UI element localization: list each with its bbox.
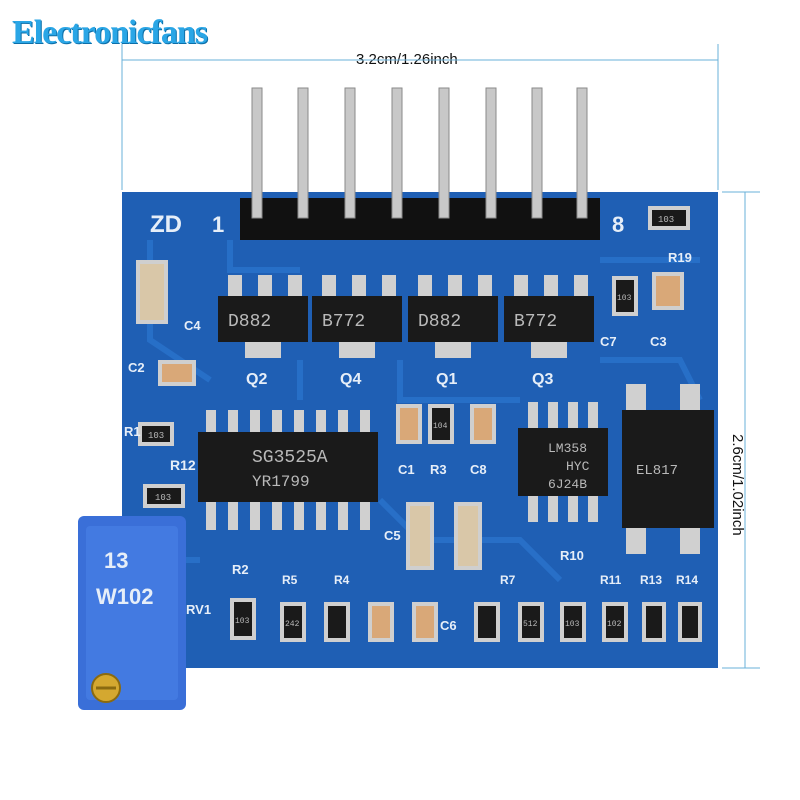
header-pin1-label: 1	[212, 212, 224, 237]
svg-text:R11: R11	[600, 573, 622, 587]
transistor-q2: D882 Q2	[218, 275, 308, 388]
capacitor-c8	[470, 404, 496, 444]
svg-text:RV1: RV1	[186, 602, 211, 617]
svg-text:C3: C3	[650, 334, 667, 349]
svg-text:R7: R7	[500, 573, 516, 587]
svg-text:103: 103	[148, 431, 164, 441]
transistor-q3: B772 Q3	[504, 275, 594, 388]
svg-text:C1: C1	[398, 462, 415, 477]
transistor-q4-ref: Q4	[340, 371, 361, 388]
transistor-q1-marking: D882	[418, 312, 461, 332]
bottom-resistor-row: 103 242 512 103 102	[230, 598, 702, 642]
potentiometer: 13 W102	[78, 516, 186, 710]
capacitor-c9	[136, 260, 168, 324]
capacitor-c5-b	[454, 502, 482, 570]
opamp-chip: LM358 HYC 6J24B	[518, 402, 608, 522]
svg-text:242: 242	[285, 620, 300, 629]
transistor-q4: B772 Q4	[312, 275, 402, 388]
resistor-103-c: 103	[648, 206, 690, 230]
header-pins	[251, 87, 588, 219]
opamp-line2: HYC	[566, 459, 590, 474]
svg-text:R19: R19	[668, 250, 692, 265]
svg-text:103: 103	[155, 493, 171, 503]
opamp-line1: LM358	[548, 441, 587, 456]
svg-text:R13: R13	[640, 573, 662, 587]
resistor-103-d: 103	[612, 276, 638, 316]
svg-text:R3: R3	[430, 462, 447, 477]
pwm-chip-ref: R12	[170, 457, 196, 473]
transistor-q1-ref: Q1	[436, 371, 457, 388]
svg-text:C7: C7	[600, 334, 617, 349]
opamp-line3: 6J24B	[548, 477, 587, 492]
capacitor-c5-a	[406, 502, 434, 570]
svg-text:R10: R10	[560, 548, 584, 563]
svg-text:103: 103	[565, 620, 580, 629]
svg-text:R1: R1	[124, 424, 141, 439]
potentiometer-line1: 13	[104, 548, 128, 573]
svg-text:103: 103	[617, 294, 632, 303]
capacitor-c1	[396, 404, 422, 444]
svg-text:C6: C6	[440, 618, 457, 633]
svg-text:R5: R5	[282, 573, 298, 587]
capacitor-c2	[158, 360, 196, 386]
svg-text:103: 103	[658, 215, 674, 225]
transistor-q2-marking: D882	[228, 312, 271, 332]
transistor-q3-marking: B772	[514, 312, 557, 332]
transistor-q1: D882 Q1	[408, 275, 498, 388]
brand-logo: Electronicfans	[12, 14, 208, 51]
capacitor-c3	[652, 272, 684, 310]
resistor-103-b: 103	[143, 484, 185, 508]
height-dimension-line	[722, 191, 760, 669]
pwm-chip-line2: YR1799	[252, 473, 310, 491]
svg-text:C2: C2	[128, 360, 145, 375]
header-pin8-label: 8	[612, 212, 624, 237]
transistor-q4-marking: B772	[322, 312, 365, 332]
svg-text:104: 104	[433, 422, 448, 431]
potentiometer-line2: W102	[96, 584, 153, 609]
svg-text:R14: R14	[676, 573, 698, 587]
silkscreen-refs: R1 R2 C1 C3 C4 C5 C8 R3 R4 R5 R7 R10 R11…	[124, 250, 698, 633]
svg-text:R2: R2	[232, 562, 249, 577]
optocoupler-marking: EL817	[636, 463, 678, 479]
svg-text:C8: C8	[470, 462, 487, 477]
svg-text:102: 102	[607, 620, 622, 629]
svg-text:R4: R4	[334, 573, 350, 587]
pwm-chip: SG3525A YR1799 R12	[170, 410, 378, 530]
pwm-chip-line1: SG3525A	[252, 448, 328, 468]
svg-text:512: 512	[523, 620, 538, 629]
header-label: ZD	[150, 211, 182, 238]
pin-header-body	[240, 198, 600, 240]
transistor-q2-ref: Q2	[246, 371, 267, 388]
width-dimension-line	[121, 44, 719, 190]
transistor-q3-ref: Q3	[532, 371, 553, 388]
resistor-103-a: 103	[138, 422, 174, 446]
svg-text:C5: C5	[384, 528, 401, 543]
optocoupler: EL817	[622, 384, 714, 554]
resistor-104: 104	[428, 404, 454, 444]
svg-text:103: 103	[235, 617, 250, 626]
svg-text:C4: C4	[184, 318, 201, 333]
